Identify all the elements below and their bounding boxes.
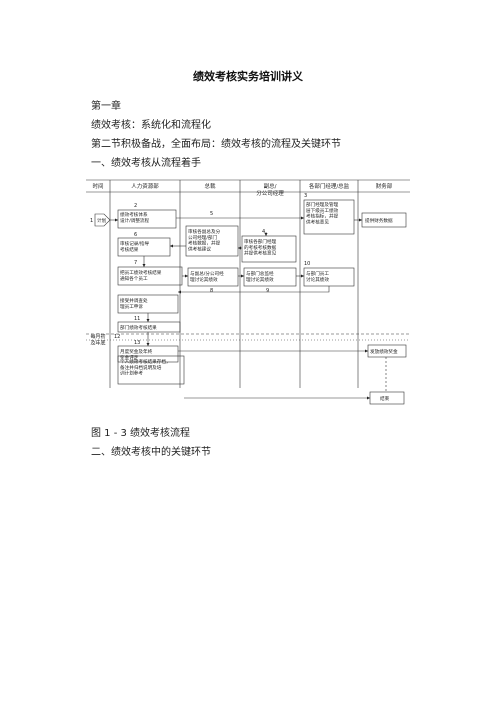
time-label: 每月初及年底 [90, 333, 105, 346]
figure-caption: 图 1 - 3 绩效考核流程 [91, 428, 191, 439]
node-8: 与副总/分公司经理讨论其绩效 [190, 270, 224, 283]
step-12: 12 [114, 334, 120, 340]
node-2: 绩效考核体系设计/调整流程 [120, 211, 150, 224]
node-9: 与部门总监经理讨论其绩效 [246, 270, 274, 283]
section-heading: 第二节积极备战，全面布局：绩效考核的流程及关键环节 [91, 139, 341, 150]
step-5: 5 [210, 211, 213, 217]
step-1: 1 [90, 218, 93, 224]
node-end: 结束 [380, 395, 390, 402]
step-7: 7 [134, 260, 137, 266]
step-11: 11 [134, 316, 140, 322]
lane-finance: 财务部 [376, 182, 393, 190]
lane-president: 总裁 [204, 182, 216, 190]
lane-hr: 人力资源部 [131, 182, 159, 190]
subtitle: 绩效考核：系统化和流程化 [91, 120, 211, 131]
node-10: 与部门员工讨论其绩效 [306, 270, 329, 283]
node-4: 审核各部门经理的考核考核数据并提供考核意见 [244, 238, 277, 257]
heading-2: 二、绩效考核中的关键环节 [91, 447, 211, 458]
step-4: 4 [262, 229, 265, 235]
node-11: 部门绩效考核结果 [120, 324, 157, 331]
node-appeal: 接受并调查处理员工申诉 [120, 297, 148, 310]
step-2: 2 [134, 203, 137, 209]
step-8: 8 [210, 288, 213, 294]
node-start: 计划 [97, 217, 107, 224]
step-9: 9 [266, 288, 269, 294]
node-6: 审核记录/指导考核结果 [120, 240, 150, 253]
node-finance-pay: 发放绩效奖金 [370, 348, 398, 355]
document-title: 绩效考核实务培训讲义 [193, 70, 303, 83]
lane-vp: 副总/分公司经理 [256, 182, 284, 197]
step-3: 3 [304, 193, 307, 199]
step-13: 13 [134, 340, 140, 346]
lane-dept: 各部门经理/总监 [309, 182, 350, 190]
heading-1: 一、绩效考核从流程着手 [91, 158, 201, 169]
node-13: 月度奖金及年终奖金评定 [120, 348, 153, 361]
node-3: 部门经理及管理层下级员工绩效考核指标，并提供考核意见 [306, 201, 339, 225]
node-finance-data: 提供财务数据 [365, 217, 393, 224]
chapter-heading: 第一章 [91, 101, 121, 112]
lane-headers: 时间 人力资源部 总裁 副总/分公司经理 各部门经理/总监 财务部 [92, 182, 392, 197]
step-10: 10 [304, 261, 310, 267]
node-president: 审核各副总及分公司经理/部门考核数据，并提供考核建议 [188, 228, 221, 252]
node-file: 个人绩效考核结果存档，备注并归档说明及培训计划参考 [120, 358, 171, 377]
node-7: 把员工绩效考核结果通知各个员工 [120, 269, 162, 282]
step-6: 6 [134, 232, 137, 238]
lane-time: 时间 [92, 182, 103, 190]
